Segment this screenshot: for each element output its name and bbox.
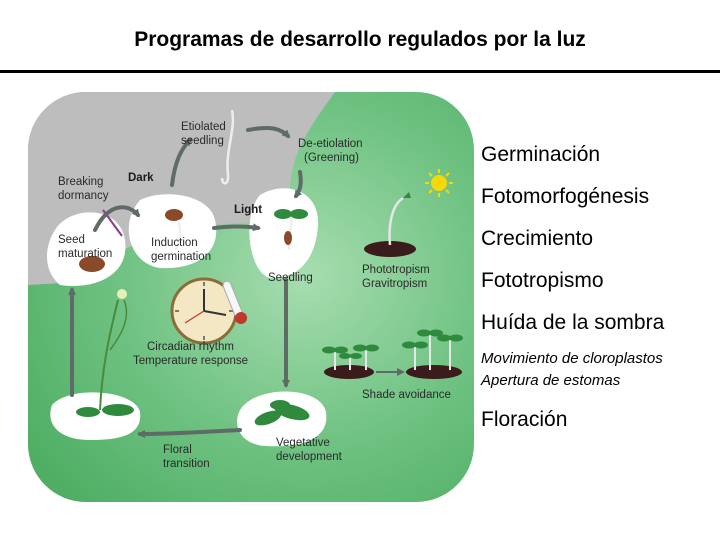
shade-soil-right [406, 365, 462, 379]
flowering-plant-icon [76, 289, 134, 417]
arrow-vegetative-to-floral [137, 428, 242, 438]
arrow-induction-to-etiolated [170, 137, 193, 187]
label-breaking-2: dormancy [58, 190, 109, 202]
label-dark: Dark [128, 172, 154, 184]
process-movimiento-cloroplastos: Movimiento de cloroplastos [481, 350, 663, 367]
process-crecimiento: Crecimiento [481, 227, 594, 250]
label-vegetative-2: development [276, 451, 343, 463]
etiolated-seedling-icon [220, 109, 235, 185]
label-circadian-1: Circadian rhythm [147, 341, 234, 353]
label-induction-2: germination [151, 251, 211, 263]
label-deetiolation-2: (Greening) [304, 152, 359, 164]
cycle-arrows [68, 126, 303, 438]
sun-icon [425, 169, 453, 197]
phototropism-seedling [388, 196, 404, 246]
thermometer-icon [222, 280, 247, 324]
label-floral-1: Floral [163, 444, 192, 456]
process-germinacion: Germinación [481, 143, 601, 166]
clock-icon [170, 277, 238, 345]
seedling-icon [274, 209, 308, 251]
label-etiolated-1: Etiolated [181, 121, 226, 133]
arrow-seed-to-induction [93, 205, 140, 232]
shade-soil-left [324, 365, 374, 379]
label-seedling: Seedling [268, 272, 313, 284]
process-apertura-estomas: Apertura de estomas [481, 372, 621, 389]
label-induction-1: Induction [151, 237, 198, 249]
process-huida-sombra: Huída de la sombra [481, 311, 665, 334]
seed-icon [79, 256, 105, 272]
arrow-induction-to-seedling [212, 223, 261, 232]
induction-bubble [128, 194, 217, 269]
label-circadian-2: Temperature response [133, 355, 248, 367]
vegetative-rosette-icon [254, 400, 310, 426]
process-fototropismo: Fototropismo [481, 269, 604, 292]
label-floral-2: transition [163, 458, 210, 470]
label-phototropism-1: Phototropism [362, 264, 430, 276]
process-floracion: Floración [481, 408, 568, 431]
page-title: Programas de desarrollo regulados por la… [134, 28, 586, 51]
label-vegetative-1: Vegetative [276, 437, 330, 449]
label-breaking-1: Breaking [58, 176, 103, 188]
title-divider [0, 70, 720, 73]
label-etiolated-2: seedling [181, 135, 224, 147]
process-fotomorfogenesis: Fotomorfogénesis [481, 185, 650, 208]
label-shade: Shade avoidance [362, 389, 451, 401]
label-phototropism-2: Gravitropism [362, 278, 427, 290]
arrow-deetiolation-to-seedling [294, 170, 303, 199]
shade-seedlings-right [414, 335, 451, 370]
phototropism-soil [364, 241, 416, 257]
floral-bubble [50, 392, 141, 440]
germinating-seed-icon [165, 209, 183, 221]
vegetative-bubble [237, 391, 327, 447]
shade-seedlings-left [334, 350, 367, 370]
label-light: Light [234, 204, 262, 216]
label-seed-1: Seed [58, 234, 85, 246]
seed-bubble [46, 212, 126, 286]
arrow-etiolated-to-deetiolation [246, 126, 291, 139]
label-deetiolation-1: De-etiolation [298, 138, 363, 150]
label-seed-2: maturation [58, 248, 112, 260]
